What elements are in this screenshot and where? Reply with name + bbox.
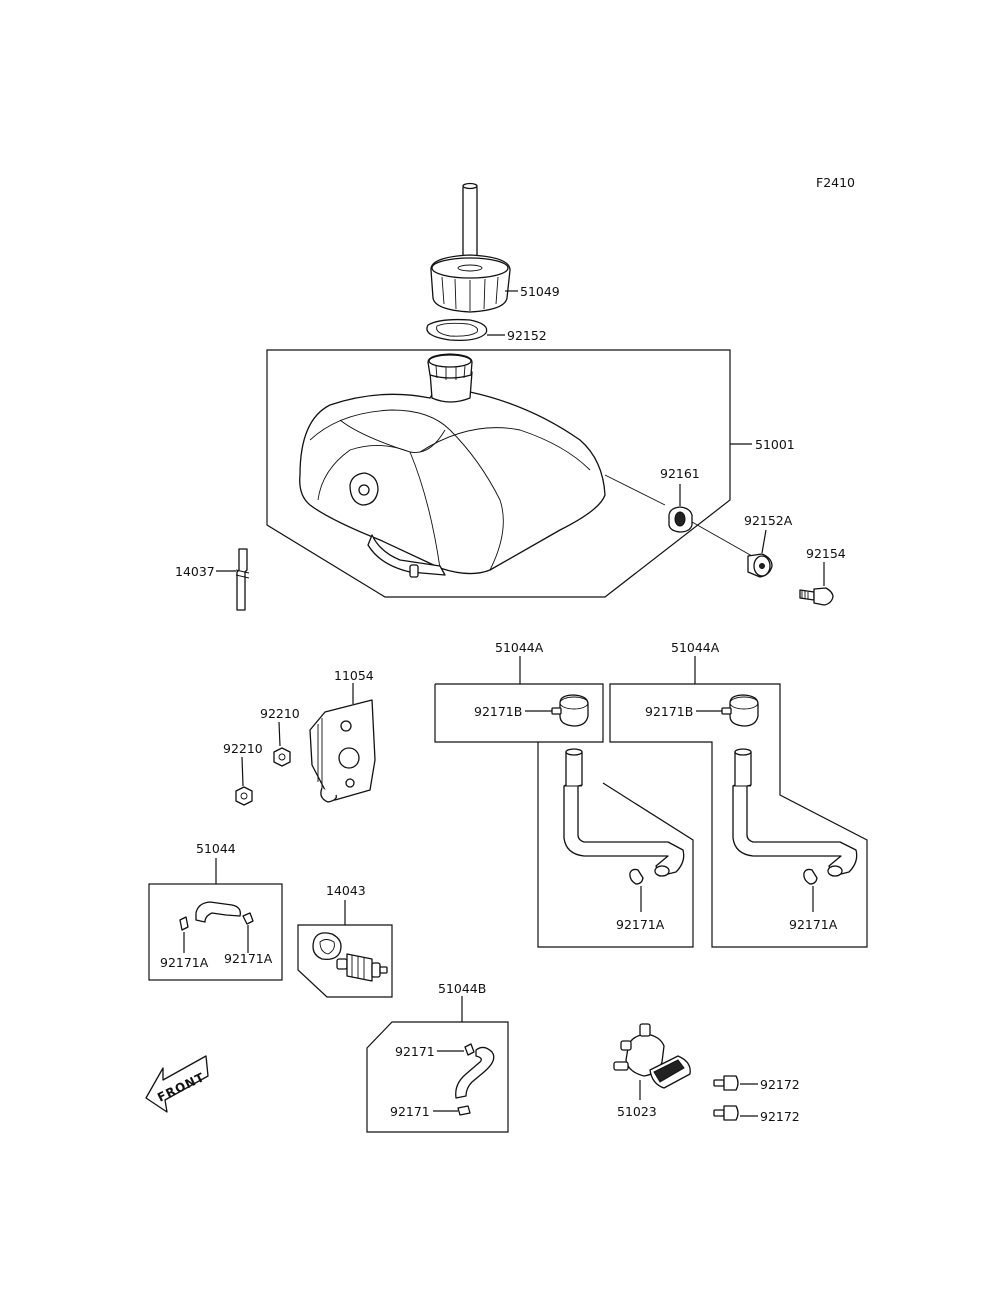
- hose-set-a2-box: [609, 683, 868, 948]
- fuel-filter-box: [297, 924, 393, 998]
- hose-set-a1-clamp-a-part[interactable]: [629, 868, 644, 885]
- hose-set-main-hose-part[interactable]: [195, 901, 241, 923]
- label-hose-set-a2: 51044A: [671, 640, 720, 655]
- label-hose-set-a2-clamp-a: 92171A: [789, 917, 838, 932]
- label-fuel-cock: 51023: [617, 1104, 657, 1119]
- tank-assembly-box: [266, 349, 731, 598]
- label-hose-set-b-clamp-upper: 92171: [395, 1044, 435, 1059]
- fuel-cock-part[interactable]: [613, 1023, 691, 1089]
- hose-set-b-box: [366, 1021, 509, 1133]
- front-arrow: FRONT: [145, 1055, 209, 1113]
- fuel-cap-part[interactable]: [430, 254, 511, 313]
- label-hose-set-b-clamp-lower: 92171: [390, 1104, 430, 1119]
- label-hose-set-a1-clamp-a: 92171A: [616, 917, 665, 932]
- label-screw-lower: 92172: [760, 1109, 800, 1124]
- label-hose-set-main-clamp-left: 92171A: [160, 955, 209, 970]
- label-nut-lower: 92210: [223, 741, 263, 756]
- hose-set-b-clamp-upper-part[interactable]: [464, 1043, 475, 1056]
- hose-set-main-clamp-left-part[interactable]: [179, 916, 189, 931]
- fuel-filter-part[interactable]: [336, 953, 388, 982]
- label-screw-upper: 92172: [760, 1077, 800, 1092]
- fuel-filter-clip-part[interactable]: [312, 932, 342, 960]
- hose-set-main-clamp-right-part[interactable]: [242, 912, 254, 925]
- label-fuel-filter: 14043: [326, 883, 366, 898]
- hose-set-a1-hose-part[interactable]: [563, 748, 685, 877]
- label-hose-set-a2-clamp-b: 92171B: [645, 704, 693, 719]
- label-nut-upper: 92210: [260, 706, 300, 721]
- hose-set-a1-clamp-b-part[interactable]: [551, 694, 589, 727]
- label-hose-set-b: 51044B: [438, 981, 486, 996]
- nut-upper-part[interactable]: [273, 747, 291, 767]
- label-bolt: 92154: [806, 546, 846, 561]
- label-hose-set-main: 51044: [196, 841, 236, 856]
- label-hose-set-main-clamp-right: 92171A: [224, 951, 273, 966]
- breather-hose-part[interactable]: [235, 548, 250, 611]
- label-hose-set-a1: 51044A: [495, 640, 544, 655]
- fuel-tank-part[interactable]: [299, 353, 666, 578]
- hose-set-b-hose-part[interactable]: [455, 1046, 495, 1099]
- screw-upper-part[interactable]: [713, 1075, 739, 1091]
- label-hose-set-a1-clamp-b: 92171B: [474, 704, 522, 719]
- figure-code: F2410: [816, 175, 855, 190]
- bracket-part[interactable]: [309, 699, 376, 803]
- nut-lower-part[interactable]: [235, 786, 253, 806]
- cap-gasket-part[interactable]: [426, 318, 488, 341]
- hose-set-a2-clamp-b-part[interactable]: [721, 694, 759, 727]
- hose-set-b-clamp-lower-part[interactable]: [457, 1105, 471, 1116]
- label-bracket: 11054: [334, 668, 374, 683]
- label-grommet: 92161: [660, 466, 700, 481]
- grommet-part[interactable]: [668, 506, 693, 533]
- label-tank: 51001: [755, 437, 795, 452]
- screw-lower-part[interactable]: [713, 1105, 739, 1121]
- collar-part[interactable]: [747, 553, 773, 578]
- bolt-part[interactable]: [799, 587, 834, 606]
- hose-set-a2-clamp-a-part[interactable]: [803, 868, 818, 885]
- label-cap-gasket: 92152: [507, 328, 547, 343]
- label-breather-hose: 14037: [175, 564, 215, 579]
- hose-set-a2-hose-part[interactable]: [732, 748, 858, 877]
- label-cap: 51049: [520, 284, 560, 299]
- label-collar: 92152A: [744, 513, 793, 528]
- hose-set-a1-box: [435, 683, 694, 948]
